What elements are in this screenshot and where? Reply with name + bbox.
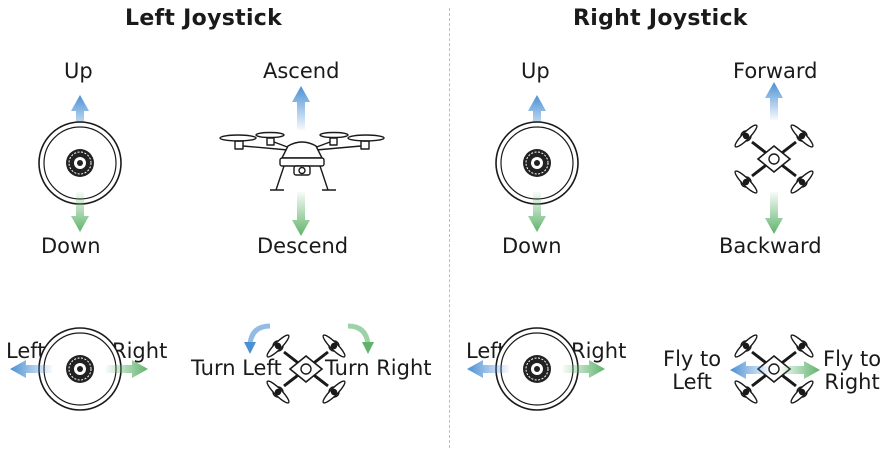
drone-top-icon	[266, 334, 346, 404]
roll-right-label: Right	[571, 339, 627, 363]
left-arrow-icon	[10, 360, 52, 378]
fly-right-line1: Fly to	[823, 347, 882, 371]
throttle-up-label: Up	[64, 59, 93, 83]
forward-label: Forward	[733, 59, 818, 83]
pitch-up-label: Up	[521, 59, 550, 83]
yaw-left-label: Left	[6, 339, 46, 363]
right-joystick-title: Right Joystick	[573, 6, 748, 31]
yaw-right-label: Right	[112, 339, 168, 363]
ascend-label: Ascend	[263, 59, 340, 83]
drone-top-icon	[734, 334, 814, 404]
throttle-down-label: Down	[41, 234, 101, 258]
roll-left-label: Left	[466, 339, 506, 363]
right-arrow-icon	[106, 360, 148, 378]
fly-left-label: Fly to Left	[663, 348, 721, 393]
up-arrow-icon	[71, 95, 89, 135]
left-joystick-title: Left Joystick	[125, 6, 283, 31]
descend-arrow-icon	[292, 192, 310, 236]
fly-left-arrow-icon	[730, 361, 770, 379]
fly-left-line1: Fly to	[663, 347, 722, 371]
fly-left-line2: Left	[672, 369, 712, 394]
turn-right-arrow-icon	[347, 323, 374, 354]
up-arrow-icon	[528, 95, 546, 135]
drone-side-icon	[219, 131, 385, 191]
backward-arrow-icon	[765, 192, 783, 234]
drone-top-icon	[734, 124, 814, 194]
turn-left-arrow-icon	[244, 323, 271, 354]
down-arrow-icon	[71, 192, 89, 232]
panel-divider	[449, 8, 450, 448]
down-arrow-icon	[528, 192, 546, 232]
forward-arrow-icon	[765, 82, 783, 120]
backward-label: Backward	[719, 234, 822, 258]
right-arrow-icon	[563, 360, 605, 378]
ascend-arrow-icon	[292, 86, 310, 130]
fly-right-arrow-icon	[780, 361, 820, 379]
left-arrow-icon	[467, 360, 509, 378]
fly-right-line2: Right	[824, 369, 880, 394]
pitch-down-label: Down	[502, 234, 562, 258]
turn-left-label: Turn Left	[191, 356, 282, 380]
fly-right-label: Fly to Right	[823, 348, 881, 393]
descend-label: Descend	[257, 234, 349, 258]
turn-right-label: Turn Right	[325, 356, 432, 380]
